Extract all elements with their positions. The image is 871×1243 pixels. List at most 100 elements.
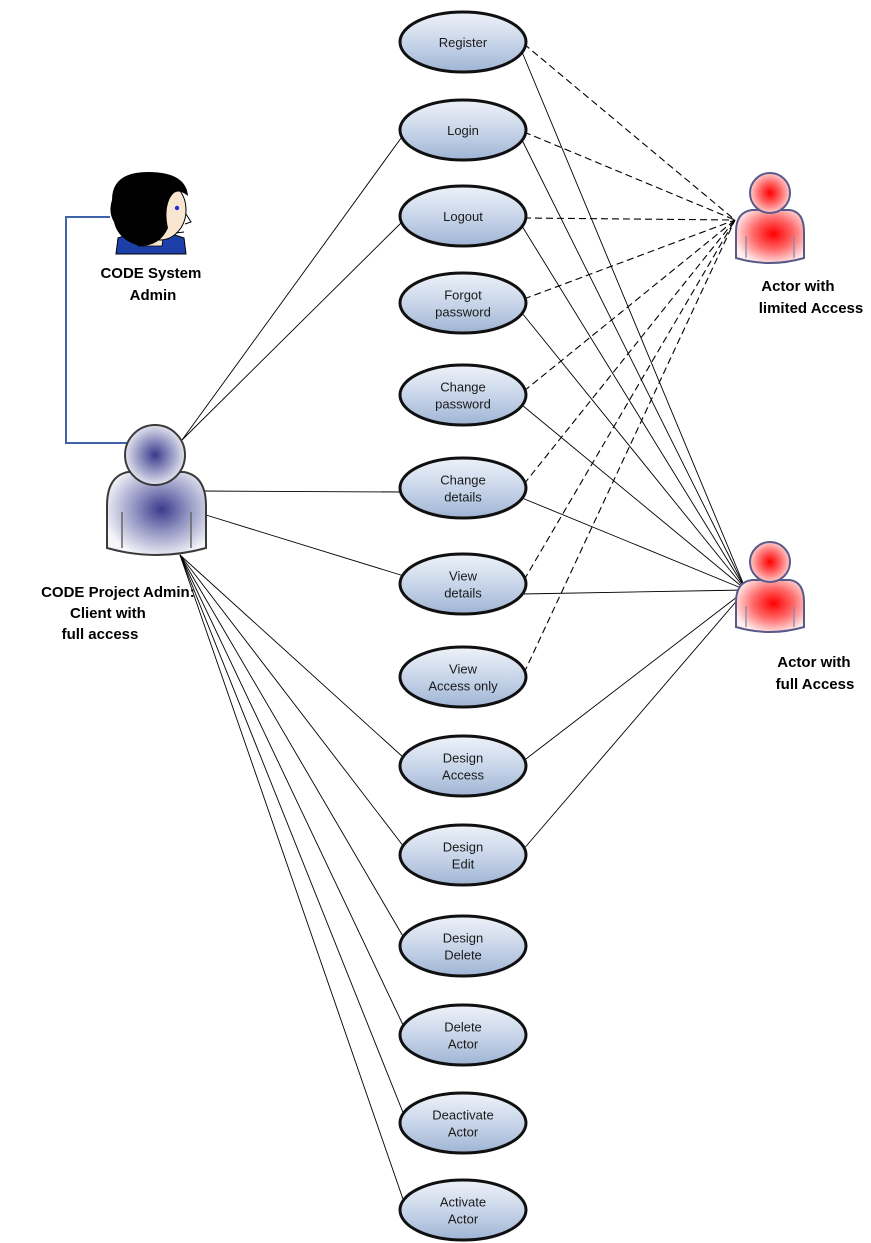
use-case-label-line: Access only xyxy=(428,679,498,694)
association-line xyxy=(205,514,405,577)
use-case-label-line: Change xyxy=(440,473,486,488)
person-red-icon xyxy=(735,172,805,264)
use-case-login: Login xyxy=(398,98,528,162)
use-case-label: Login xyxy=(447,123,479,138)
use-case-label-line: Register xyxy=(439,35,488,50)
use-case-register: Register xyxy=(398,10,528,74)
dashed-association-line xyxy=(523,131,736,221)
use-case-label-line: Delete xyxy=(444,948,482,963)
association-line xyxy=(521,589,747,763)
association-line xyxy=(179,554,405,759)
use-case-ellipse xyxy=(398,823,528,887)
use-case-label-line: Activate xyxy=(440,1195,486,1210)
use-case-label-line: Access xyxy=(442,768,484,783)
use-case-ellipse xyxy=(398,456,528,520)
use-case-ellipse xyxy=(398,98,528,162)
use-case-ellipse xyxy=(398,271,528,335)
use-case-label-line: Logout xyxy=(443,209,483,224)
use-case-label-line: Actor xyxy=(448,1125,479,1140)
use-case-ellipse xyxy=(398,645,528,709)
use-case-ellipse xyxy=(398,552,528,616)
dashed-association-line xyxy=(523,219,736,392)
use-case-change-details: Change details xyxy=(398,456,528,520)
use-case-label-line: Design xyxy=(443,751,483,766)
dashed-association-line xyxy=(523,219,736,674)
use-case-ellipse xyxy=(398,914,528,978)
dashed-association-line xyxy=(523,219,736,485)
use-case-label-line: Edit xyxy=(452,857,475,872)
use-case-label-line: Login xyxy=(447,123,479,138)
use-case-label-line: Change xyxy=(440,380,486,395)
connection-lines xyxy=(179,43,747,1203)
use-case-label-line: Actor xyxy=(448,1037,479,1052)
dashed-association-line xyxy=(523,43,736,221)
use-case-label: Change details xyxy=(440,473,486,505)
use-case-ellipse xyxy=(398,1091,528,1155)
dashed-association-line xyxy=(523,219,736,581)
association-line xyxy=(521,589,747,595)
association-line xyxy=(521,312,747,591)
association-line xyxy=(521,497,747,591)
full-actor-label: Actor with full Access xyxy=(776,654,855,693)
association-line xyxy=(521,589,747,852)
use-case-label-line: Actor xyxy=(448,1212,479,1227)
use-case-ellipse xyxy=(398,1003,528,1067)
use-case-label-line: Forgot xyxy=(444,288,482,303)
use-case-label-line: details xyxy=(444,586,482,601)
use-case-label: Forgot password xyxy=(435,288,491,320)
use-case-label-line: Design xyxy=(443,931,483,946)
association-line xyxy=(521,225,747,591)
limited-actor-label: Actor with limited Access xyxy=(759,278,864,317)
association-line xyxy=(521,51,747,591)
use-case-label-line: details xyxy=(444,490,482,505)
association-line xyxy=(179,554,405,1116)
use-case-label-line: password xyxy=(435,305,491,320)
use-case-ellipse xyxy=(398,363,528,427)
association-line xyxy=(181,219,405,441)
association-line xyxy=(179,554,405,1203)
association-line xyxy=(199,490,405,493)
use-case-ellipse xyxy=(398,10,528,74)
association-line xyxy=(179,554,405,939)
use-case-label-line: Delete xyxy=(444,1020,482,1035)
person-face-icon xyxy=(110,172,192,255)
use-case-label-line: Design xyxy=(443,840,483,855)
system-admin-label: CODE System Admin xyxy=(100,265,205,304)
association-line xyxy=(179,554,405,1028)
use-case-label-line: Deactivate xyxy=(432,1108,493,1123)
use-case-label: Register xyxy=(439,35,488,50)
use-case-label: Logout xyxy=(443,209,483,224)
use-case-logout: Logout xyxy=(398,184,528,248)
use-case-ellipse xyxy=(398,184,528,248)
use-case-label-line: View xyxy=(449,662,478,677)
association-line xyxy=(179,554,405,848)
use-case-ellipse xyxy=(398,734,528,798)
association-line xyxy=(181,133,405,441)
use-case-ellipse xyxy=(398,1178,528,1242)
association-line xyxy=(521,139,747,591)
dashed-association-line xyxy=(523,217,736,221)
system-admin-connector xyxy=(65,216,128,444)
project-admin-label: CODE Project Admin: Client with full acc… xyxy=(41,584,199,643)
person-blue-icon xyxy=(106,424,207,556)
